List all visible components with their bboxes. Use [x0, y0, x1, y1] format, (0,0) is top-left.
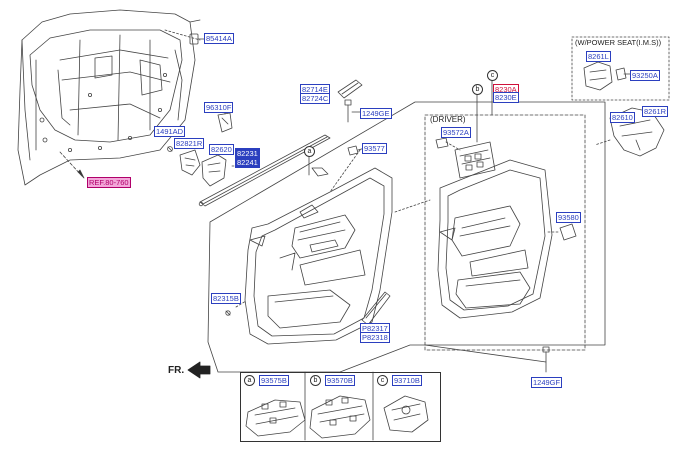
legend-callout-b: b	[310, 375, 321, 386]
label-1249GF[interactable]: 1249GF	[531, 377, 563, 388]
power-seat-caption: (W/POWER SEAT(I.M.S))	[575, 38, 662, 47]
label-96310F[interactable]: 96310F	[204, 102, 234, 113]
label-93710B[interactable]: 93710B	[392, 375, 422, 386]
label-1249GE[interactable]: 1249GE	[360, 108, 392, 119]
car-body-frame	[17, 9, 201, 186]
switch-legend-table	[240, 372, 441, 442]
label-93572A[interactable]: 93572A	[441, 127, 471, 138]
label-93580[interactable]: 93580	[556, 212, 581, 223]
label-82315B[interactable]: 82315B	[211, 293, 241, 304]
label-93577[interactable]: 93577	[362, 143, 387, 154]
label-ref-80-760[interactable]: REF.80-760	[87, 177, 131, 188]
callout-c: c	[487, 70, 498, 81]
label-8261L[interactable]: 8261L	[586, 51, 611, 62]
label-93250A[interactable]: 93250A	[630, 70, 660, 81]
door-trim-panel	[207, 101, 606, 373]
label-8230E[interactable]: 8230E	[493, 92, 519, 103]
label-82821R[interactable]: 82821R	[174, 138, 205, 149]
label-8261R[interactable]: 8261R	[642, 106, 669, 117]
legend-callout-a: a	[244, 375, 255, 386]
label-82318[interactable]: P82318	[360, 332, 390, 343]
label-82241[interactable]: 82241	[235, 157, 260, 168]
label-85414A[interactable]: 85414A	[204, 33, 234, 44]
label-93575B[interactable]: 93575B	[259, 375, 289, 386]
callout-a: a	[304, 146, 315, 157]
label-82724C[interactable]: 82724C	[300, 93, 331, 104]
legend-drawings	[245, 395, 429, 439]
label-1491AD[interactable]: 1491AD	[154, 126, 186, 137]
callout-b: b	[472, 84, 483, 95]
outside-handle-group	[594, 107, 665, 157]
label-82620[interactable]: 82620	[209, 144, 234, 155]
driver-caption: (DRIVER)	[430, 115, 466, 124]
front-direction-label: FR.	[168, 365, 185, 376]
label-82610[interactable]: 82610	[610, 112, 635, 123]
driver-door-panel	[424, 79, 586, 373]
legend-callout-c: c	[377, 375, 388, 386]
label-93570B[interactable]: 93570B	[325, 375, 355, 386]
power-seat-box	[571, 36, 670, 101]
